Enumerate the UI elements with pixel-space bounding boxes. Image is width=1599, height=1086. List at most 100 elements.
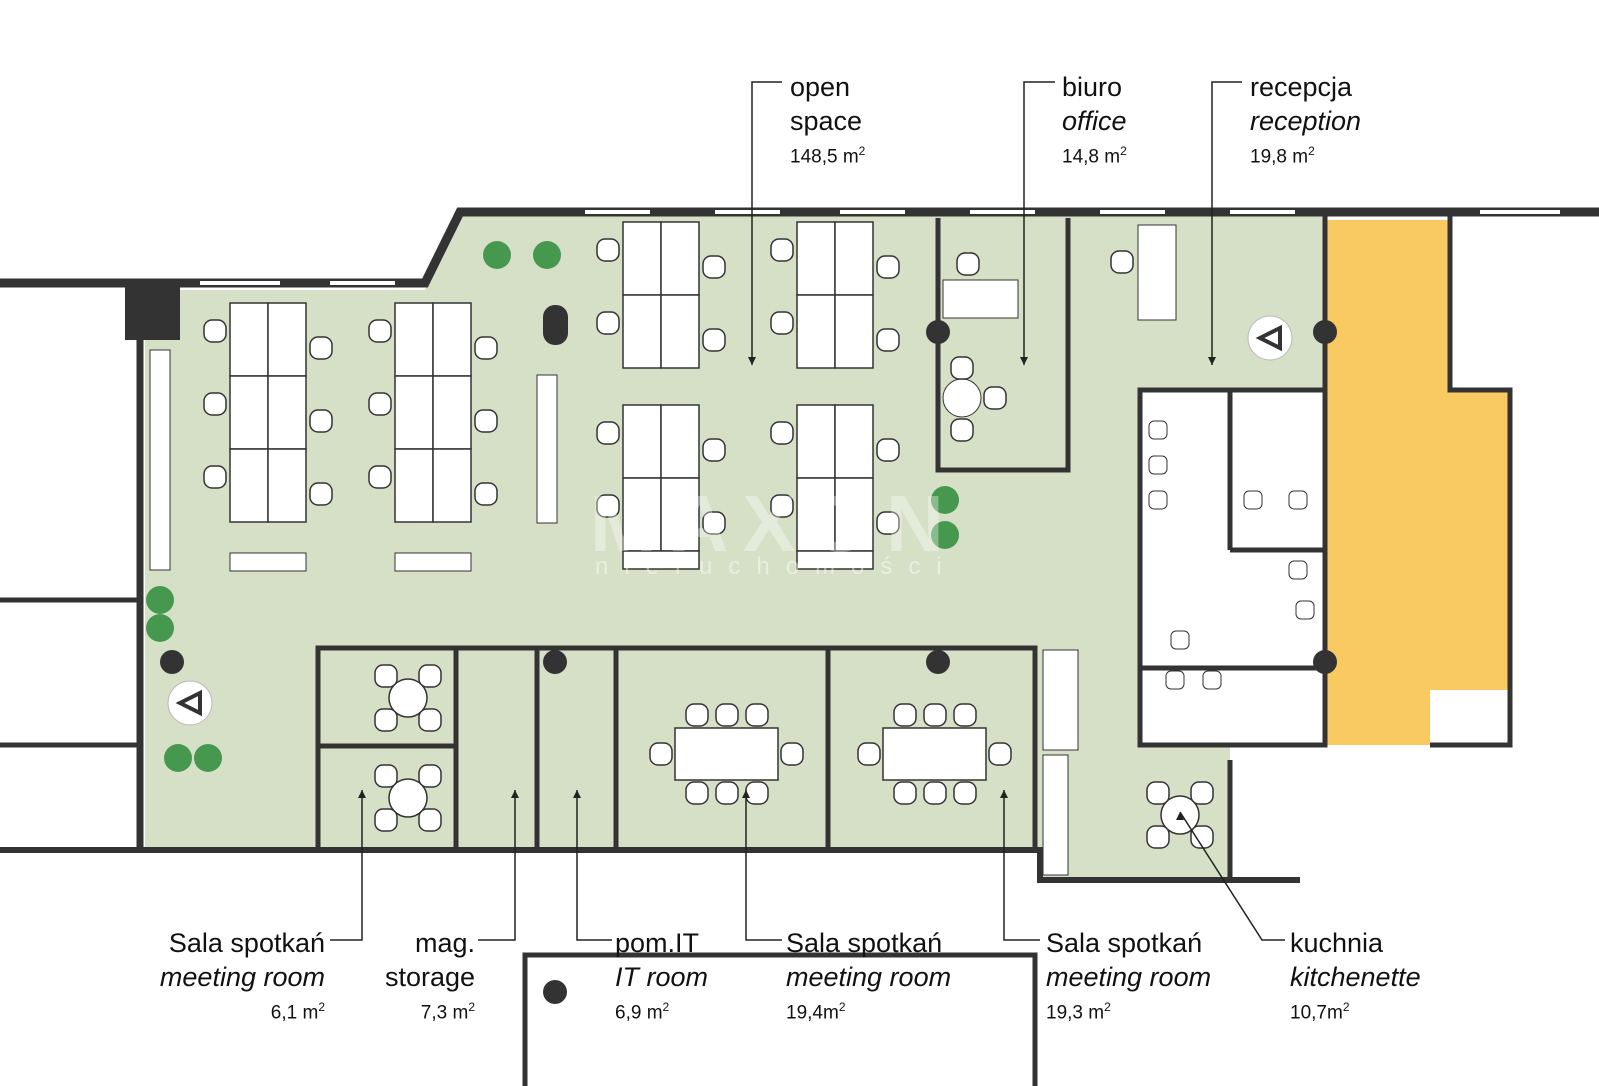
chair xyxy=(685,781,709,805)
toilet-fixture xyxy=(1148,490,1168,510)
chair xyxy=(988,742,1012,766)
label-pl: Sala spotkań xyxy=(168,928,325,958)
label-en: reception xyxy=(1250,106,1362,136)
outer-wall-bottom xyxy=(0,847,1300,883)
round-table xyxy=(942,378,982,418)
chair xyxy=(950,418,974,442)
meeting-table xyxy=(882,727,987,781)
label-meeting-small: Sala spotkań meeting room 6,1 m2 xyxy=(120,926,325,1026)
chair xyxy=(418,664,442,688)
chair xyxy=(702,511,726,535)
chair xyxy=(956,252,980,276)
label-storage: mag. storage 7,3 m2 xyxy=(360,926,475,1026)
desk xyxy=(394,375,434,450)
label-kitchen: kuchnia kitchenette 10,7m2 xyxy=(1290,926,1421,1026)
leader-line xyxy=(1003,790,1040,941)
chair xyxy=(418,764,442,788)
label-meeting-2: Sala spotkań meeting room 19,3 m2 xyxy=(1046,926,1211,1026)
chair xyxy=(374,764,398,788)
leader-arrow xyxy=(511,790,519,798)
chair xyxy=(983,386,1007,410)
kitchen-counter xyxy=(1042,754,1069,876)
label-en: office xyxy=(1062,106,1127,136)
desk xyxy=(622,294,662,369)
leader-arrow xyxy=(1000,790,1008,798)
label-en: meeting room xyxy=(1046,962,1212,992)
desk xyxy=(267,302,307,377)
desk xyxy=(796,294,836,369)
plant-icon xyxy=(931,521,959,549)
desk xyxy=(660,404,700,479)
leader-line xyxy=(1211,81,1242,365)
chair xyxy=(923,781,947,805)
chair xyxy=(203,465,227,489)
desk xyxy=(796,221,836,296)
toilet-fixture xyxy=(1170,630,1190,650)
desk xyxy=(660,294,700,369)
chair xyxy=(770,421,794,445)
label-en: storage xyxy=(384,962,475,992)
leader-line xyxy=(751,81,782,365)
evacuation-arrow-icon xyxy=(1255,324,1282,352)
chair xyxy=(702,255,726,279)
label-office: biuro office 14,8 m2 xyxy=(1062,70,1127,170)
leader-arrow xyxy=(1020,357,1028,365)
leader-arrow xyxy=(1176,812,1184,820)
desk xyxy=(229,302,269,377)
chair xyxy=(857,742,881,766)
chair xyxy=(309,482,333,506)
leader-arrow xyxy=(748,357,756,365)
desk xyxy=(796,404,836,479)
chair xyxy=(474,482,498,506)
office-desk xyxy=(942,279,1019,319)
chair xyxy=(923,703,947,727)
label-reception: recepcja reception 19,8 m2 xyxy=(1250,70,1361,170)
chair xyxy=(309,409,333,433)
leader-line xyxy=(1023,81,1055,365)
label-area: 10,7m2 xyxy=(1290,1000,1350,1024)
leader-arrow xyxy=(742,790,750,798)
desk xyxy=(796,477,836,552)
column xyxy=(125,285,180,340)
leader-line xyxy=(576,790,612,941)
toilet-fixture xyxy=(1295,600,1315,620)
toilet-fixture xyxy=(1288,490,1308,510)
round-table xyxy=(388,678,428,718)
label-en: kitchenette xyxy=(1290,962,1421,992)
storage-cabinet xyxy=(229,552,307,572)
plant-icon xyxy=(533,241,561,269)
label-pl: mag. xyxy=(414,928,475,958)
chair xyxy=(418,808,442,832)
chair xyxy=(953,703,977,727)
plant-icon xyxy=(164,744,192,772)
storage-cabinet xyxy=(796,550,874,570)
label-it-room: pom.IT IT room 6,9 m2 xyxy=(615,926,708,1026)
desk xyxy=(267,448,307,523)
label-pl: Sala spotkań xyxy=(786,928,943,958)
chair xyxy=(596,311,620,335)
chair xyxy=(745,703,769,727)
desk xyxy=(622,404,662,479)
storage-cabinet xyxy=(394,552,472,572)
plant-icon xyxy=(194,744,222,772)
plant-icon xyxy=(483,241,511,269)
label-area: 19,4m2 xyxy=(786,1000,846,1024)
evacuation-sign-icon xyxy=(1247,315,1293,361)
chair xyxy=(876,255,900,279)
chair xyxy=(770,311,794,335)
label-area: 6,1 m2 xyxy=(270,1000,325,1024)
chair xyxy=(203,392,227,416)
label-pl: biuro xyxy=(1062,72,1123,102)
desk xyxy=(394,302,434,377)
chair xyxy=(780,742,804,766)
label-pl: pom.IT xyxy=(615,928,700,958)
label-en: meeting room xyxy=(786,962,952,992)
evacuation-sign-icon xyxy=(167,680,213,726)
leader-arrow xyxy=(573,790,581,798)
chair xyxy=(893,781,917,805)
desk xyxy=(660,477,700,552)
chair xyxy=(368,465,392,489)
label-area: 6,9 m2 xyxy=(615,1000,670,1024)
chair xyxy=(368,319,392,343)
desk xyxy=(394,448,434,523)
